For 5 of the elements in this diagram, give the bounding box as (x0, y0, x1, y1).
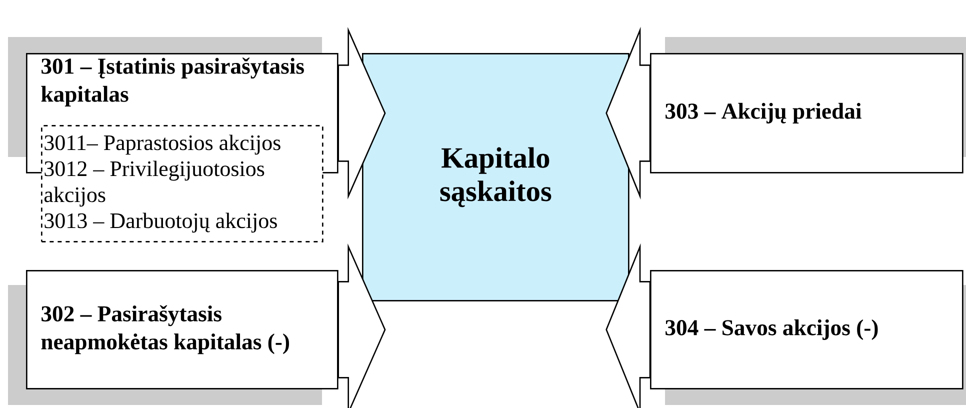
account-box: 302 – Pasirašytasis neapmokėtas kapitalas (-) (26, 270, 338, 390)
subaccount-list: 3011– Paprastosios akcijos 3012 – Privilegijuotosios akcijos 3013 – Darbuotojų akcijos (41, 125, 324, 242)
account-box: 303 – Akcijų priedai (650, 53, 964, 174)
central-box: Kapitalo sąskaitos (362, 53, 630, 302)
account-box: 304 – Savos akcijos (-) (650, 270, 964, 390)
